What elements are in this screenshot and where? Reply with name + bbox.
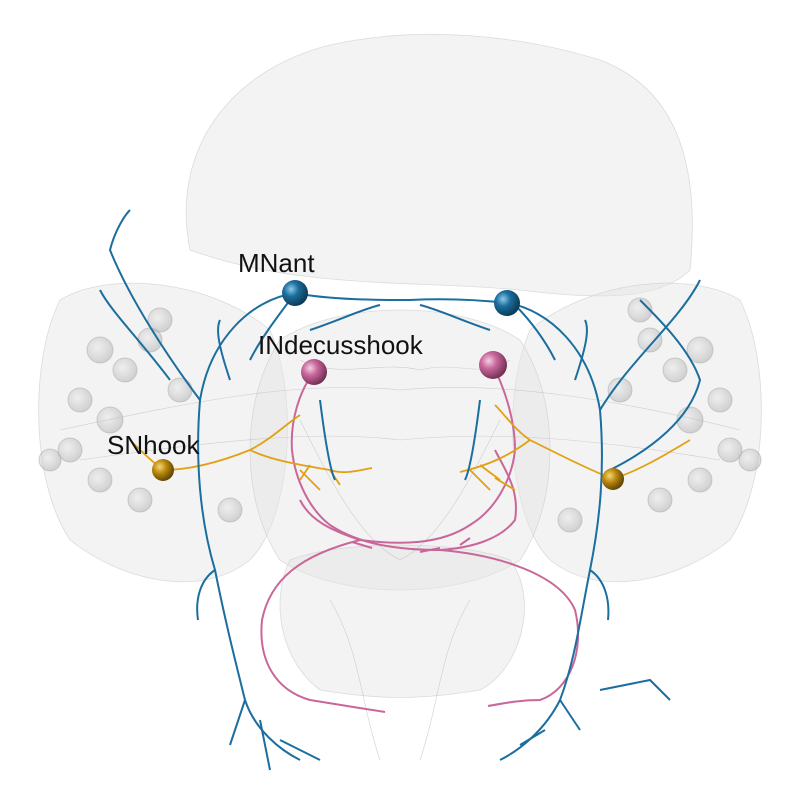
mnant-soma-right	[494, 290, 520, 316]
indecusshook-soma-right	[479, 351, 507, 379]
mnant-label: MNant	[238, 248, 315, 278]
mnant-neuron	[99, 209, 702, 771]
mnant-soma-left	[282, 280, 308, 306]
snhook-soma-right	[602, 468, 624, 490]
indecusshook-label: INdecusshook	[258, 330, 423, 360]
background-neurites	[59, 359, 741, 761]
background-somata	[38, 297, 762, 533]
indecusshook-soma-left	[301, 359, 327, 385]
snhook-label: SNhook	[107, 430, 200, 460]
snhook-soma-left	[152, 459, 174, 481]
neuropil-mesh	[38, 33, 762, 698]
